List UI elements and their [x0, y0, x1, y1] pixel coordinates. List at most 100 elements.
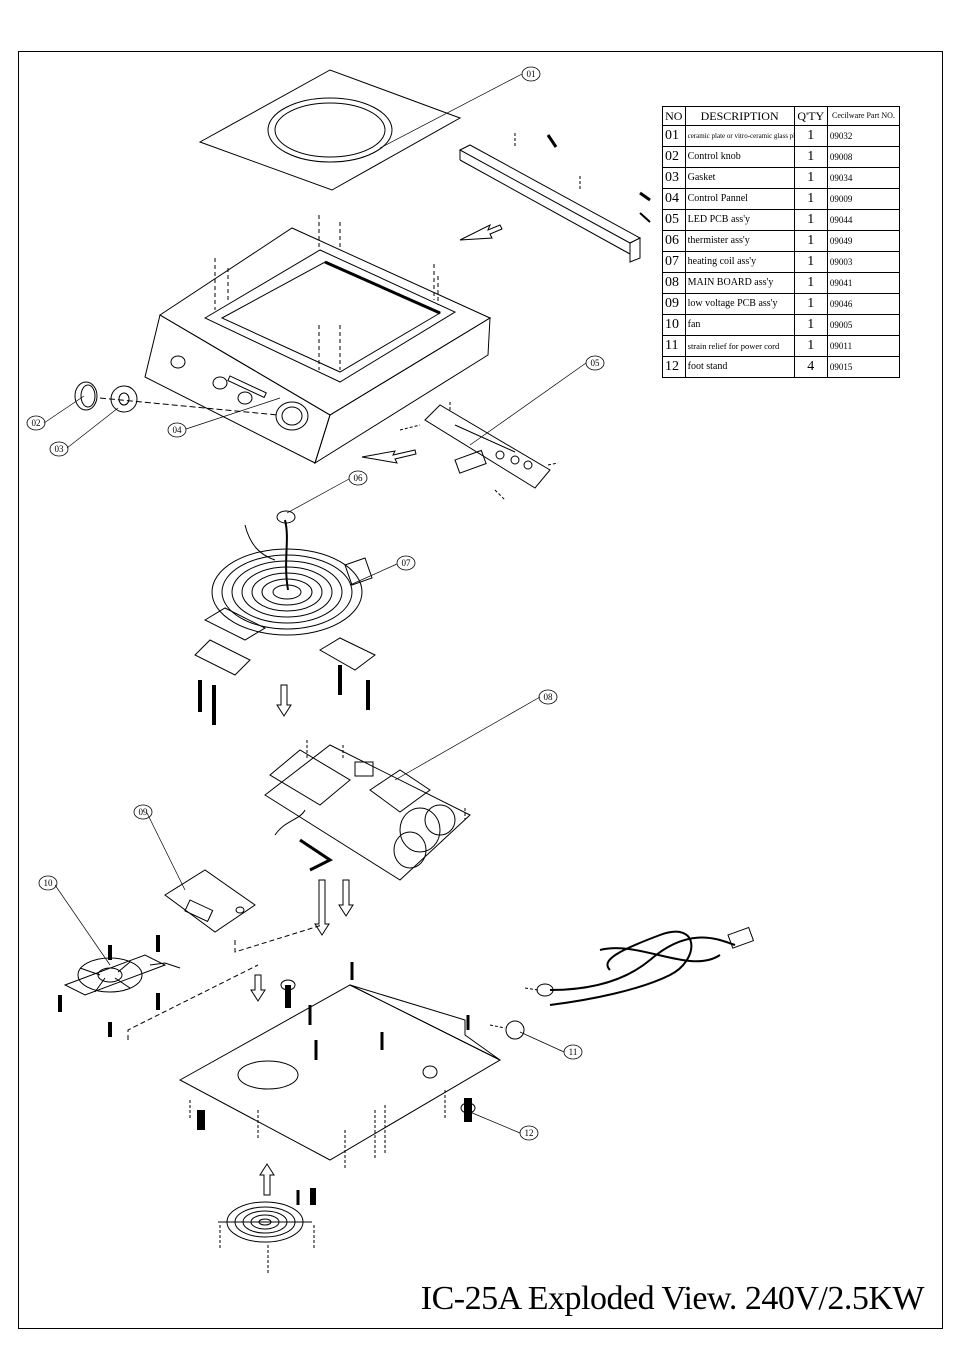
row-part-no: 09032 — [826, 125, 901, 147]
row-description: Control knob — [684, 146, 795, 168]
led-pcb — [399, 400, 559, 501]
row-part-no: 09041 — [826, 272, 901, 294]
header-no: NO — [662, 106, 686, 126]
header-description: DESCRIPTION — [684, 106, 795, 126]
row-description: strain relief for power cord — [684, 335, 795, 357]
assembly-arrow — [314, 879, 330, 936]
header-part-no: Cecilware Part NO. — [826, 106, 901, 126]
row-part-no: 09005 — [826, 314, 901, 336]
callout-10: 10 — [44, 878, 54, 888]
row-qty: 1 — [793, 272, 828, 294]
callout-05: 05 — [591, 358, 601, 368]
row-qty: 1 — [793, 146, 828, 168]
row-qty: 1 — [793, 251, 828, 273]
low-voltage-pcb — [164, 869, 256, 933]
assembly-arrow — [459, 223, 503, 241]
row-description: foot stand — [684, 356, 795, 378]
callout-04: 04 — [173, 425, 183, 435]
housing — [144, 215, 492, 465]
row-part-no: 09011 — [826, 335, 901, 357]
callout-06: 06 — [354, 473, 364, 483]
row-description: fan — [684, 314, 795, 336]
row-description: LED PCB ass'y — [684, 209, 795, 231]
base-plate — [178, 962, 502, 1170]
row-description: Control Pannel — [684, 188, 795, 210]
ceramic-plate — [198, 69, 462, 191]
row-description: ceramic plate or vitro-ceramic glass pla… — [684, 125, 795, 147]
assembly-arrow — [250, 974, 266, 1002]
row-qty: 1 — [793, 314, 828, 336]
row-qty: 1 — [793, 209, 828, 231]
row-no: 11 — [662, 335, 686, 357]
row-no: 07 — [662, 251, 686, 273]
control-knob — [74, 381, 98, 411]
row-part-no: 09009 — [826, 188, 901, 210]
fan — [58, 935, 181, 1037]
row-no: 10 — [662, 314, 686, 336]
row-part-no: 09046 — [826, 293, 901, 315]
row-no: 02 — [662, 146, 686, 168]
callout-08: 08 — [544, 692, 554, 702]
header-qty: Q'TY — [793, 106, 828, 126]
power-cord — [489, 926, 755, 1040]
row-part-no: 09034 — [826, 167, 901, 189]
row-no: 01 — [662, 125, 686, 147]
row-part-no: 09008 — [826, 146, 901, 168]
row-part-no: 09003 — [826, 251, 901, 273]
row-no: 12 — [662, 356, 686, 378]
drawing-frame — [18, 51, 943, 1329]
callout-12: 12 — [525, 1128, 534, 1138]
row-description: low voltage PCB ass'y — [684, 293, 795, 315]
row-no: 09 — [662, 293, 686, 315]
parts-list-table: NO DESCRIPTION Q'TY Cecilware Part NO. 0… — [662, 106, 901, 378]
row-description: heating coil ass'y — [684, 251, 795, 273]
row-qty: 1 — [793, 293, 828, 315]
row-part-no: 09049 — [826, 230, 901, 252]
row-qty: 1 — [793, 335, 828, 357]
row-description: MAIN BOARD ass'y — [684, 272, 795, 294]
row-qty: 1 — [793, 125, 828, 147]
assembly-arrow — [276, 684, 292, 717]
row-qty: 1 — [793, 230, 828, 252]
callout-11: 11 — [569, 1047, 578, 1057]
drawing-title: IC-25A Exploded View. 240V/2.5KW — [420, 1280, 925, 1317]
callout-02: 02 — [32, 418, 41, 428]
main-board — [264, 740, 471, 881]
heating-coil — [194, 510, 376, 725]
row-no: 06 — [662, 230, 686, 252]
row-no: 04 — [662, 188, 686, 210]
dashed-leader — [127, 964, 259, 1040]
row-qty: 4 — [793, 356, 828, 378]
row-description: thermister ass'y — [684, 230, 795, 252]
callout-bubbles — [26, 66, 605, 1141]
assembly-arrow — [361, 449, 417, 464]
assembly-arrow — [259, 1163, 275, 1196]
row-no: 08 — [662, 272, 686, 294]
assembly-arrow — [338, 879, 354, 917]
callout-leaders — [43, 73, 587, 1134]
row-no: 03 — [662, 167, 686, 189]
callout-07: 07 — [402, 558, 412, 568]
side-bracket — [458, 133, 651, 263]
row-qty: 1 — [793, 188, 828, 210]
callout-labels: 01 02 03 04 05 06 07 08 09 10 11 12 — [32, 69, 601, 1138]
fan-guard — [218, 1188, 316, 1275]
row-qty: 1 — [793, 167, 828, 189]
row-part-no: 09044 — [826, 209, 901, 231]
table-header-row: NO DESCRIPTION Q'TY Cecilware Part NO. — [662, 106, 901, 126]
row-description: Gasket — [684, 167, 795, 189]
callout-03: 03 — [55, 444, 65, 454]
callout-09: 09 — [139, 807, 149, 817]
